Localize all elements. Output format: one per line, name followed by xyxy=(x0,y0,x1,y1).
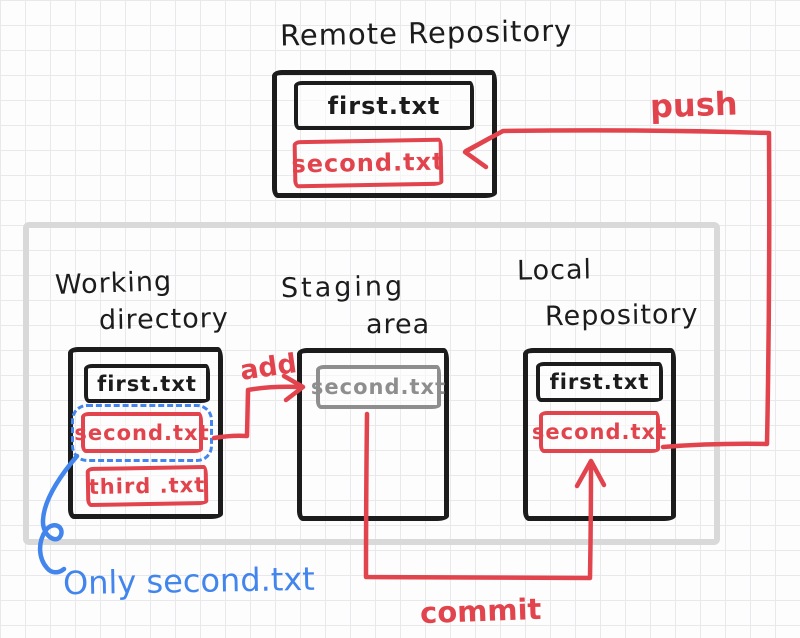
remote-file-second: second.txt xyxy=(291,137,445,189)
push-label: push xyxy=(649,84,739,126)
staging-area-title-line2: area xyxy=(366,309,431,340)
working-directory-title-line1: Working xyxy=(54,265,173,302)
remote-file-first: first.txt xyxy=(294,81,474,130)
working-file-third: third .txt xyxy=(85,464,209,508)
local-repository-title-line2: Repository xyxy=(544,298,699,333)
local-file-second: second.txt xyxy=(532,411,666,453)
working-directory-title-line2: directory xyxy=(98,302,230,337)
working-file-second: second.txt xyxy=(74,412,209,453)
commit-label: commit xyxy=(419,591,542,631)
staging-file-second: second.txt xyxy=(311,365,445,409)
local-repository-title-line1: Local xyxy=(516,254,593,287)
staging-area-title-line1: Staging xyxy=(280,270,406,305)
remote-repository-title: Remote Repository xyxy=(279,13,573,53)
note-only-second: Only second.txt xyxy=(62,559,316,603)
changed-file-highlight xyxy=(71,404,213,462)
working-file-first: first.txt xyxy=(84,364,210,403)
local-file-first: first.txt xyxy=(536,362,663,402)
